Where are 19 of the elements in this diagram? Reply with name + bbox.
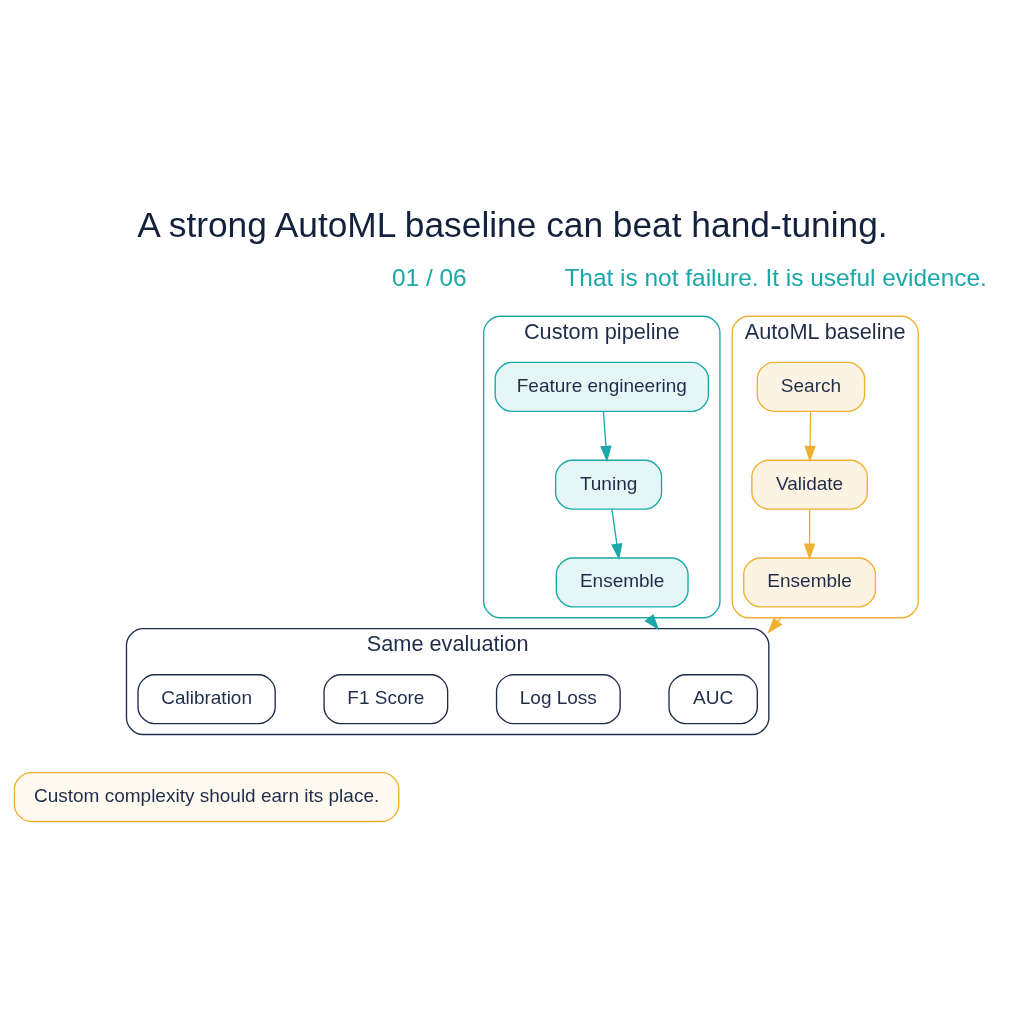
node-box: Custom complexity should earn its place. [13,771,399,822]
arrow [610,508,622,560]
label: That is not failure. It is useful evidence. [563,263,987,291]
node-box: Validate [750,459,868,510]
node-box: Ensemble [555,556,689,608]
node-box: Search [756,361,865,412]
label: 01 / 06 [391,263,467,291]
node-box: Tuning [554,459,662,510]
node-box: AUC [667,673,758,724]
node-box: Ensemble [742,556,876,608]
diagram-title: A strong AutoML baseline can beat hand-tuning. [136,204,888,244]
node-box: Feature engineering [494,361,709,412]
arrow [803,508,815,560]
arrow [599,410,612,462]
arrow [803,410,816,462]
node-box: Log Loss [495,673,621,724]
node-box: Calibration [136,673,276,724]
arrow [767,616,782,634]
node-box: F1 Score [322,673,448,724]
